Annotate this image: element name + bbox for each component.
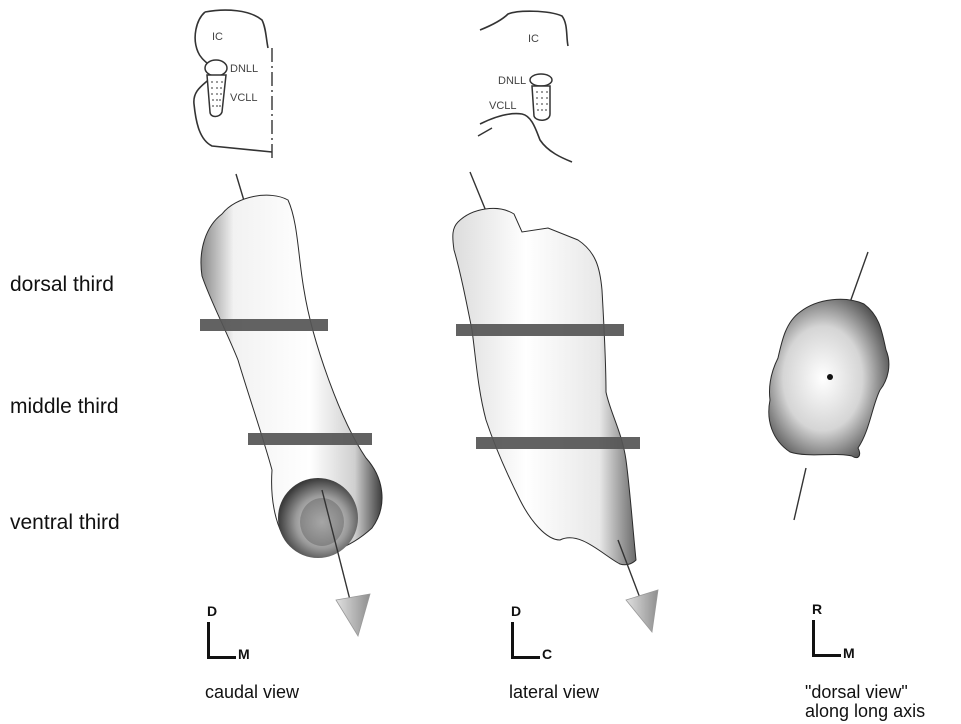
dorsal-view-render: [769, 252, 889, 520]
lateral-axis-arrowhead: [626, 590, 658, 632]
lateral-inset-left: [478, 128, 492, 136]
caudal-axis-m-label: M: [238, 646, 250, 662]
lateral-inset-vcll-label: VCLL: [489, 100, 517, 112]
lateral-axis-c-label: C: [542, 646, 552, 662]
caudal-inset-ic-label: IC: [212, 31, 223, 43]
caudal-dnll-outline: [205, 60, 227, 76]
lateral-view-caption: lateral view: [509, 682, 599, 702]
dorsal-axis-line-bottom: [794, 468, 806, 520]
caudal-axis-d-label: D: [207, 603, 217, 619]
caudal-plane-upper: [200, 319, 328, 331]
caudal-bottom-ring-inner: [300, 498, 344, 546]
caudal-axis-corner-icon: [207, 622, 236, 659]
dorsal-axis-line-top: [848, 252, 868, 308]
caudal-view-caption: caudal view: [205, 682, 299, 702]
caudal-inset-diagram: IC DNLL VCLL: [194, 10, 272, 158]
caudal-axis-arrowhead: [336, 594, 370, 636]
lateral-dnll-outline: [530, 74, 552, 86]
lateral-vcll-outline: [532, 86, 550, 120]
lateral-inset-ic-label: IC: [528, 33, 539, 45]
caudal-inset-vcll-label: VCLL: [230, 92, 258, 104]
dorsal-center-dot: [827, 374, 833, 380]
lateral-view-render: [453, 172, 658, 632]
lateral-plane-upper: [456, 324, 624, 336]
caudal-inset-outline: [194, 12, 272, 152]
lateral-inset-top: [480, 11, 568, 46]
dorsal-third-label: dorsal third: [10, 273, 114, 297]
ventral-third-label: ventral third: [10, 511, 120, 535]
caudal-view-render: [200, 174, 382, 636]
dorsal-axis-corner-icon: [812, 620, 841, 657]
lateral-inset-diagram: IC DNLL VCLL: [478, 11, 572, 162]
lateral-inset-dnll-label: DNLL: [498, 75, 526, 87]
dorsal-axis-m-label: M: [843, 645, 855, 661]
lateral-inset-lower: [480, 114, 572, 162]
dorsal-view-caption-line2: along long axis: [805, 701, 925, 721]
caudal-plane-lower: [248, 433, 372, 445]
lateral-axis-corner-icon: [511, 622, 540, 659]
middle-third-label: middle third: [10, 395, 119, 419]
lateral-body-shape: [453, 208, 636, 564]
dorsal-view-caption-line1: "dorsal view": [805, 682, 908, 702]
dorsal-axis-r-label: R: [812, 601, 822, 617]
caudal-inset-dnll-label: DNLL: [230, 63, 258, 75]
caudal-vcll-outline: [207, 75, 226, 117]
lateral-plane-lower: [476, 437, 640, 449]
lateral-axis-d-label: D: [511, 603, 521, 619]
